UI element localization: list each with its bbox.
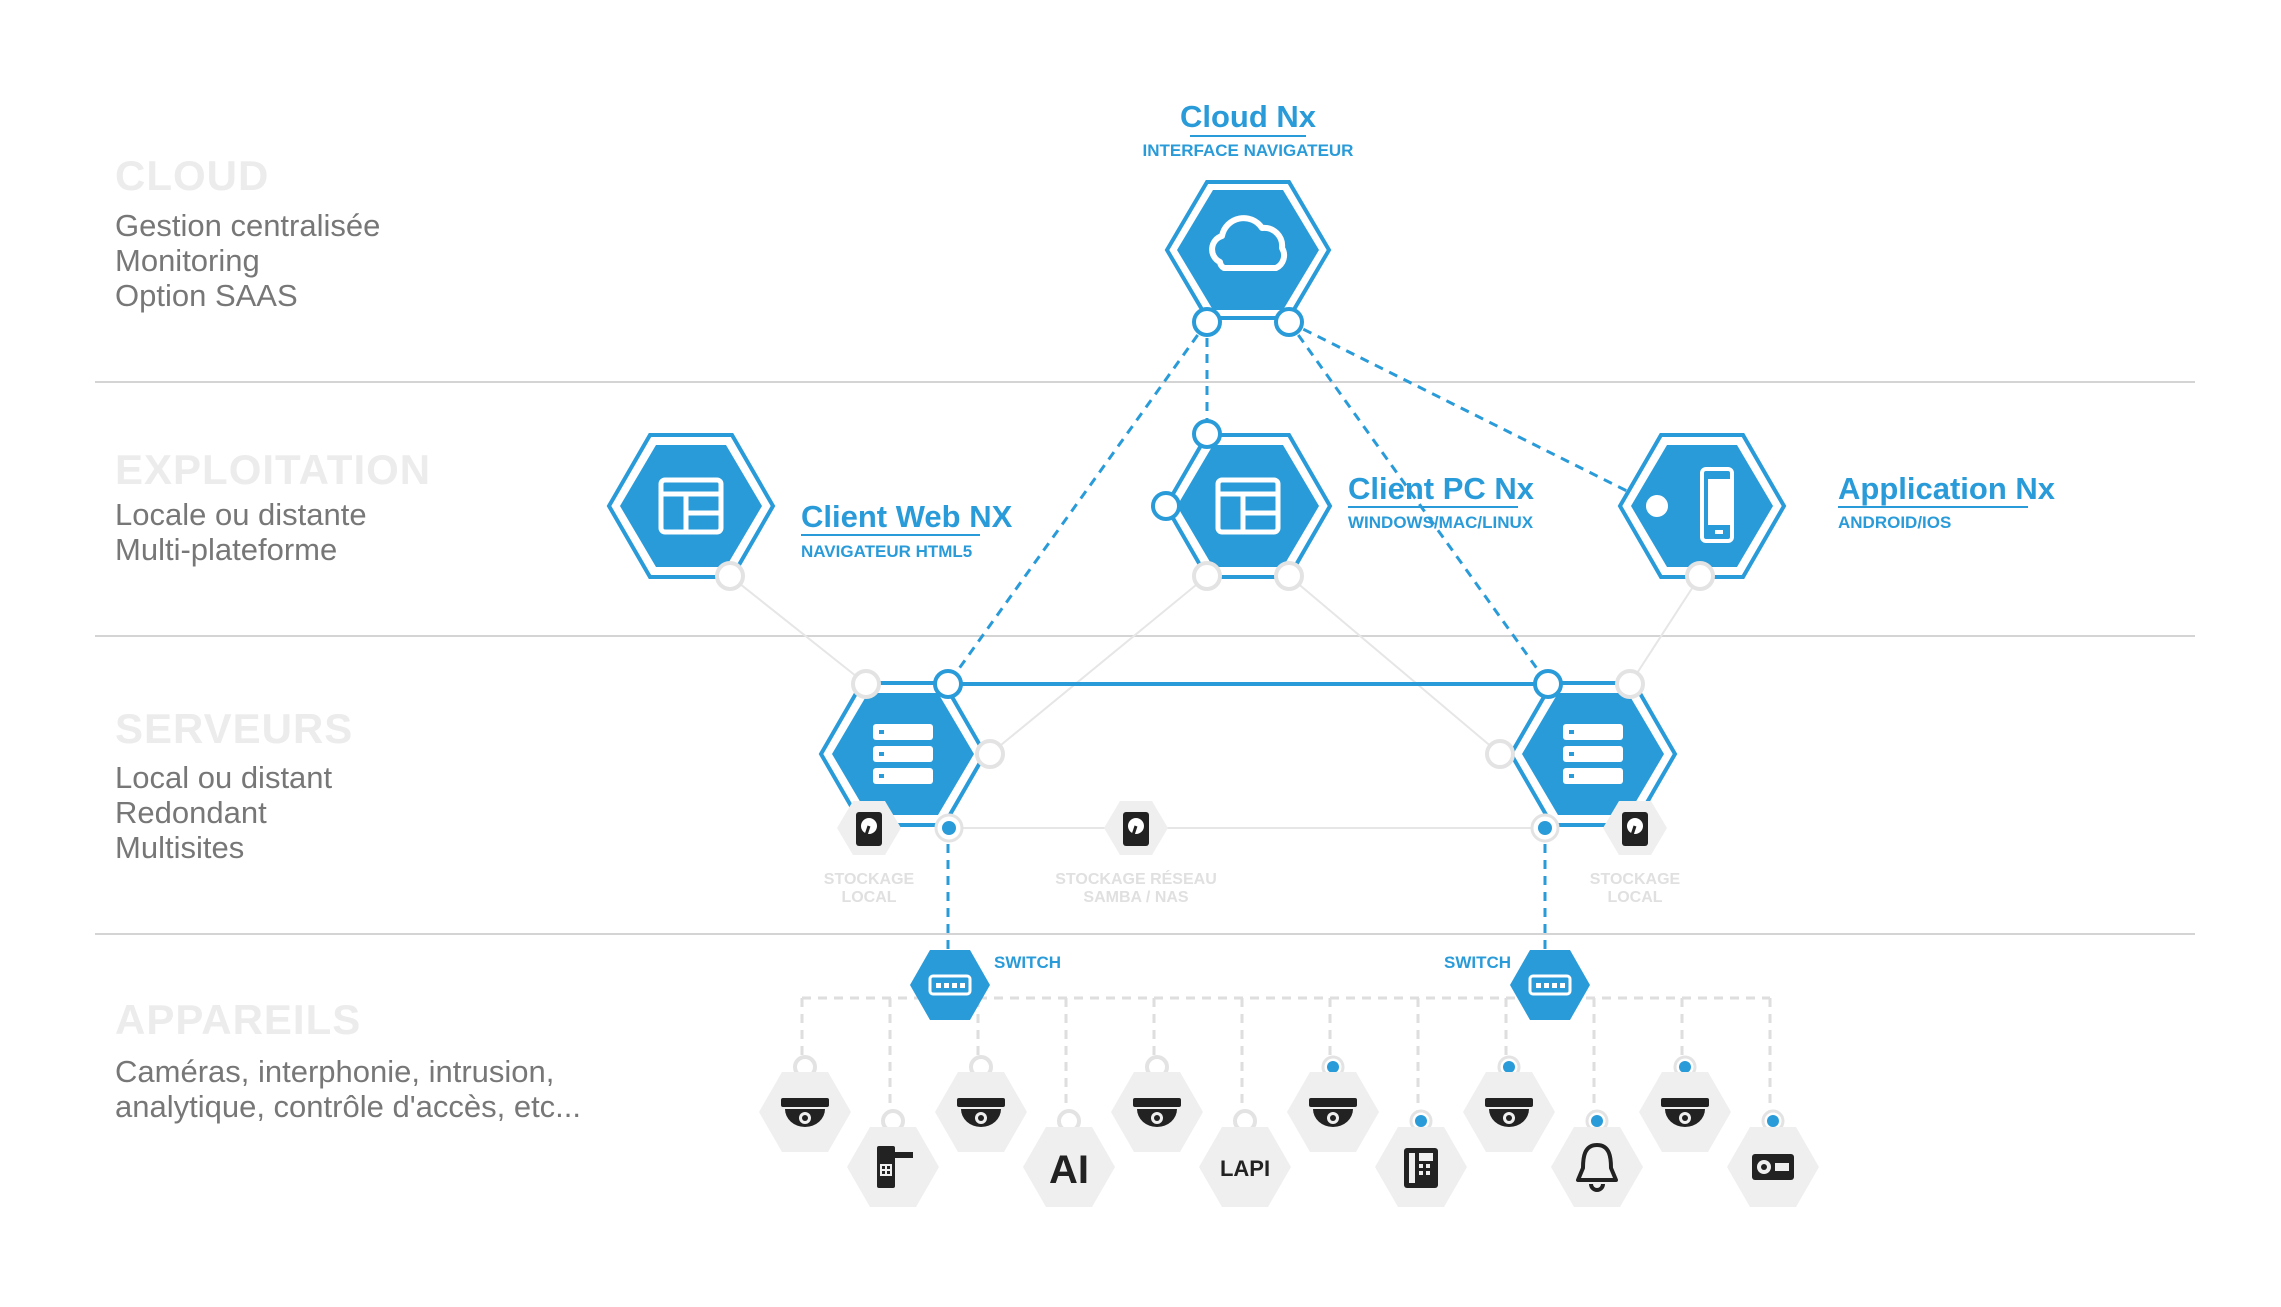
tier-desc-line: Caméras, interphonie, intrusion,	[115, 1054, 554, 1089]
cloud-links	[946, 320, 1658, 685]
storage-label: SAMBA / NAS	[1083, 889, 1189, 906]
client-web-node[interactable]: Client Web NX NAVIGATEUR HTML5	[606, 433, 1013, 579]
device-camera[interactable]	[1111, 1055, 1203, 1152]
storage-local-left[interactable]: STOCKAGE LOCAL	[824, 801, 915, 906]
tier-appareils: APPAREILS Caméras, interphonie, intrusio…	[115, 996, 581, 1124]
storage-label: STOCKAGE RÉSEAU	[1055, 869, 1217, 888]
io-module-icon	[1752, 1154, 1794, 1180]
hard-drive-icon	[1123, 812, 1149, 846]
device-io-module[interactable]	[1727, 1109, 1819, 1207]
tier-title: EXPLOITATION	[115, 446, 431, 493]
device-camera[interactable]	[759, 1055, 851, 1152]
switch-right[interactable]: SWITCH	[1444, 950, 1590, 1020]
storage-label: STOCKAGE	[824, 871, 915, 888]
cloud-icon	[1209, 215, 1288, 271]
server-icon	[873, 724, 933, 784]
device-door-access[interactable]	[847, 1109, 939, 1207]
storage-network[interactable]: STOCKAGE RÉSEAU SAMBA / NAS	[1055, 801, 1217, 906]
device-camera[interactable]	[1639, 1055, 1731, 1152]
server-icon	[1563, 724, 1623, 784]
lpr-icon: LAPI	[1220, 1156, 1270, 1181]
node-title: Client PC Nx	[1348, 471, 1535, 506]
client-pc-node[interactable]: Client PC Nx WINDOWS/MAC/LINUX	[1163, 433, 1535, 579]
device-camera[interactable]	[1287, 1055, 1379, 1152]
device-camera[interactable]	[935, 1055, 1027, 1152]
tier-desc-line: Monitoring	[115, 243, 260, 278]
tier-desc-line: Multisites	[115, 830, 244, 865]
server-left-node[interactable]	[818, 681, 988, 827]
tier-desc-line: Gestion centralisée	[115, 208, 380, 243]
tier-desc-line: Option SAAS	[115, 278, 298, 313]
node-subtitle: NAVIGATEUR HTML5	[801, 542, 972, 561]
network-switch-icon	[1528, 974, 1572, 996]
connection-ports	[715, 307, 1715, 843]
node-title: Cloud Nx	[1180, 99, 1317, 134]
node-subtitle: WINDOWS/MAC/LINUX	[1348, 513, 1534, 532]
tier-desc-line: Redondant	[115, 795, 267, 830]
tier-desc-line: Locale ou distante	[115, 497, 367, 532]
grey-links	[729, 575, 1701, 829]
hard-drive-icon	[1622, 812, 1648, 846]
switch-label: SWITCH	[994, 953, 1061, 972]
alarm-bell-icon	[1576, 1143, 1618, 1192]
device-camera[interactable]	[1463, 1055, 1555, 1152]
tier-desc-line: analytique, contrôle d'accès, etc...	[115, 1089, 581, 1124]
hard-drive-icon	[856, 812, 882, 846]
tier-title: SERVEURS	[115, 705, 353, 752]
network-switch-icon	[928, 974, 972, 996]
switch-left[interactable]: SWITCH	[910, 950, 1061, 1020]
storage-label: LOCAL	[841, 889, 896, 906]
device-alarm[interactable]	[1551, 1109, 1643, 1207]
intercom-icon	[1404, 1148, 1438, 1188]
door-access-icon	[877, 1146, 913, 1188]
tier-cloud: CLOUD Gestion centralisée Monitoring Opt…	[115, 152, 380, 313]
device-lpr[interactable]: LAPI	[1199, 1109, 1291, 1207]
tier-title: APPAREILS	[115, 996, 361, 1043]
smartphone-icon	[1700, 467, 1734, 543]
node-title: Application Nx	[1838, 471, 2056, 506]
tier-title: CLOUD	[115, 152, 269, 199]
device-analytics[interactable]: AI	[1023, 1109, 1115, 1207]
storage-local-right[interactable]: STOCKAGE LOCAL	[1590, 801, 1681, 906]
node-subtitle: ANDROID/IOS	[1838, 513, 1951, 532]
device-intercom[interactable]	[1375, 1109, 1467, 1207]
switch-label: SWITCH	[1444, 953, 1511, 972]
storage-label: STOCKAGE	[1590, 871, 1681, 888]
application-node[interactable]: Application Nx ANDROID/IOS	[1617, 433, 2056, 579]
cloud-node[interactable]: Cloud Nx INTERFACE NAVIGATEUR	[1143, 99, 1354, 320]
storage-label: LOCAL	[1607, 889, 1662, 906]
node-title: Client Web NX	[801, 499, 1013, 534]
tier-desc-line: Multi-plateforme	[115, 532, 337, 567]
tier-desc-line: Local ou distant	[115, 760, 333, 795]
tier-exploitation: EXPLOITATION Locale ou distante Multi-pl…	[115, 446, 431, 567]
analytics-icon: AI	[1049, 1148, 1089, 1192]
node-subtitle: INTERFACE NAVIGATEUR	[1143, 141, 1354, 160]
server-right-node[interactable]	[1508, 681, 1678, 827]
tier-serveurs: SERVEURS Local ou distant Redondant Mult…	[115, 705, 353, 865]
